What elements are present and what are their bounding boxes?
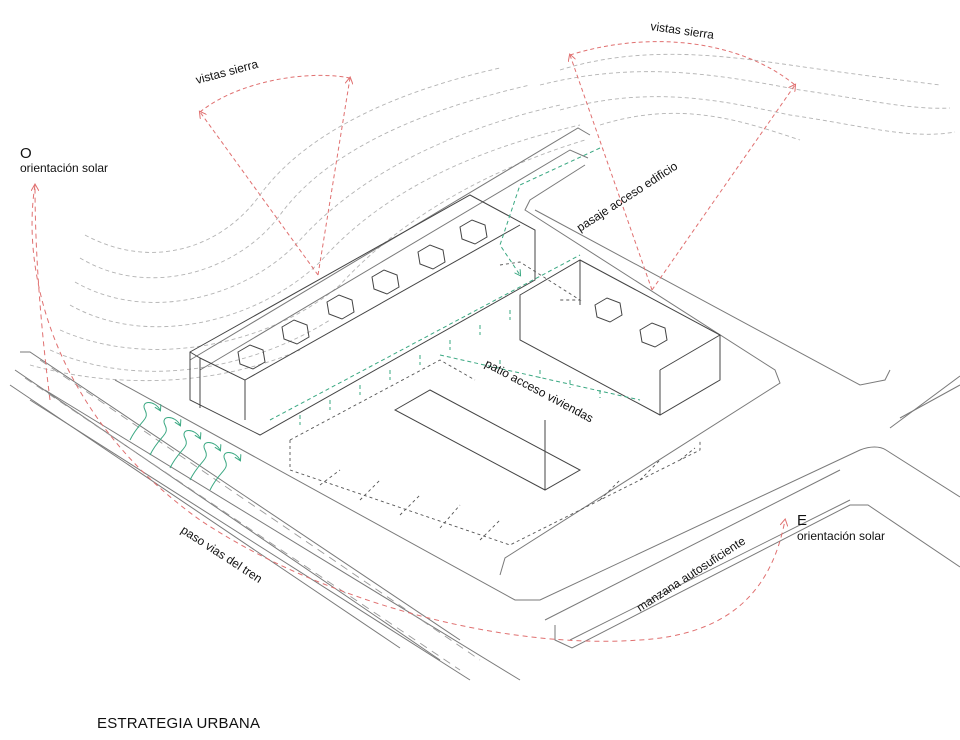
patio-label: patio acceso viviendas [483,356,596,425]
green-access-arrows [269,147,641,425]
skylights [237,219,668,370]
building-passage-label: pasaje acceso edificio [574,159,680,235]
green-wave-arrows [129,402,240,491]
terrain-contours [29,53,956,382]
red-sun-arrow [32,185,785,642]
railway-tracks [24,359,481,671]
building-volumes [189,194,721,491]
street-lines [9,127,960,681]
west-orientation-label: orientación solar [20,161,108,175]
red-view-arrows [200,41,795,291]
views-label-right: vistas sierra [650,19,716,42]
patio-outlines [289,261,701,546]
east-orientation-label: orientación solar [797,529,885,543]
views-label-left: vistas sierra [194,57,260,87]
diagram-title: ESTRATEGIA URBANA [97,715,261,732]
east-letter: E [797,512,807,529]
west-letter: O [20,145,32,162]
